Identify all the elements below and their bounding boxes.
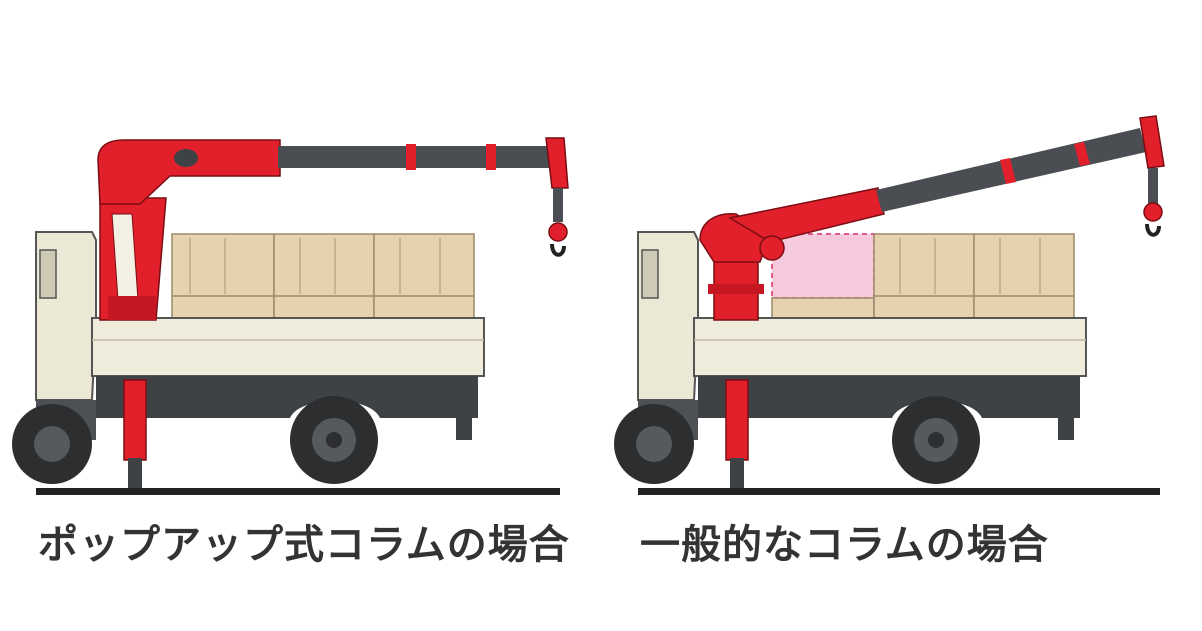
truck-bed: [693, 317, 1087, 377]
crane-boom: [97, 137, 569, 257]
outrigger-leg: [725, 379, 749, 488]
chassis: [96, 376, 478, 440]
cargo-boxes: [171, 233, 475, 319]
cargo-boxes: [873, 233, 1075, 319]
outrigger-leg: [123, 379, 147, 488]
highlighted-space-area: [771, 233, 875, 319]
caption-popup-column: ポップアップ式コラムの場合: [38, 522, 570, 568]
rear-wheel: [290, 396, 378, 484]
front-wheel: [12, 404, 92, 484]
truck-standard-column: [614, 115, 1165, 495]
crane-column: [99, 197, 167, 321]
caption-standard-column: 一般的なコラムの場合: [640, 522, 1049, 568]
chassis: [698, 376, 1080, 440]
truck-bed: [91, 317, 485, 377]
truck-popup-column: [12, 137, 569, 495]
rear-wheel: [892, 396, 980, 484]
crane-boom: [727, 115, 1165, 261]
ground-line: [638, 488, 1160, 495]
front-wheel: [614, 404, 694, 484]
ground-line: [36, 488, 560, 495]
